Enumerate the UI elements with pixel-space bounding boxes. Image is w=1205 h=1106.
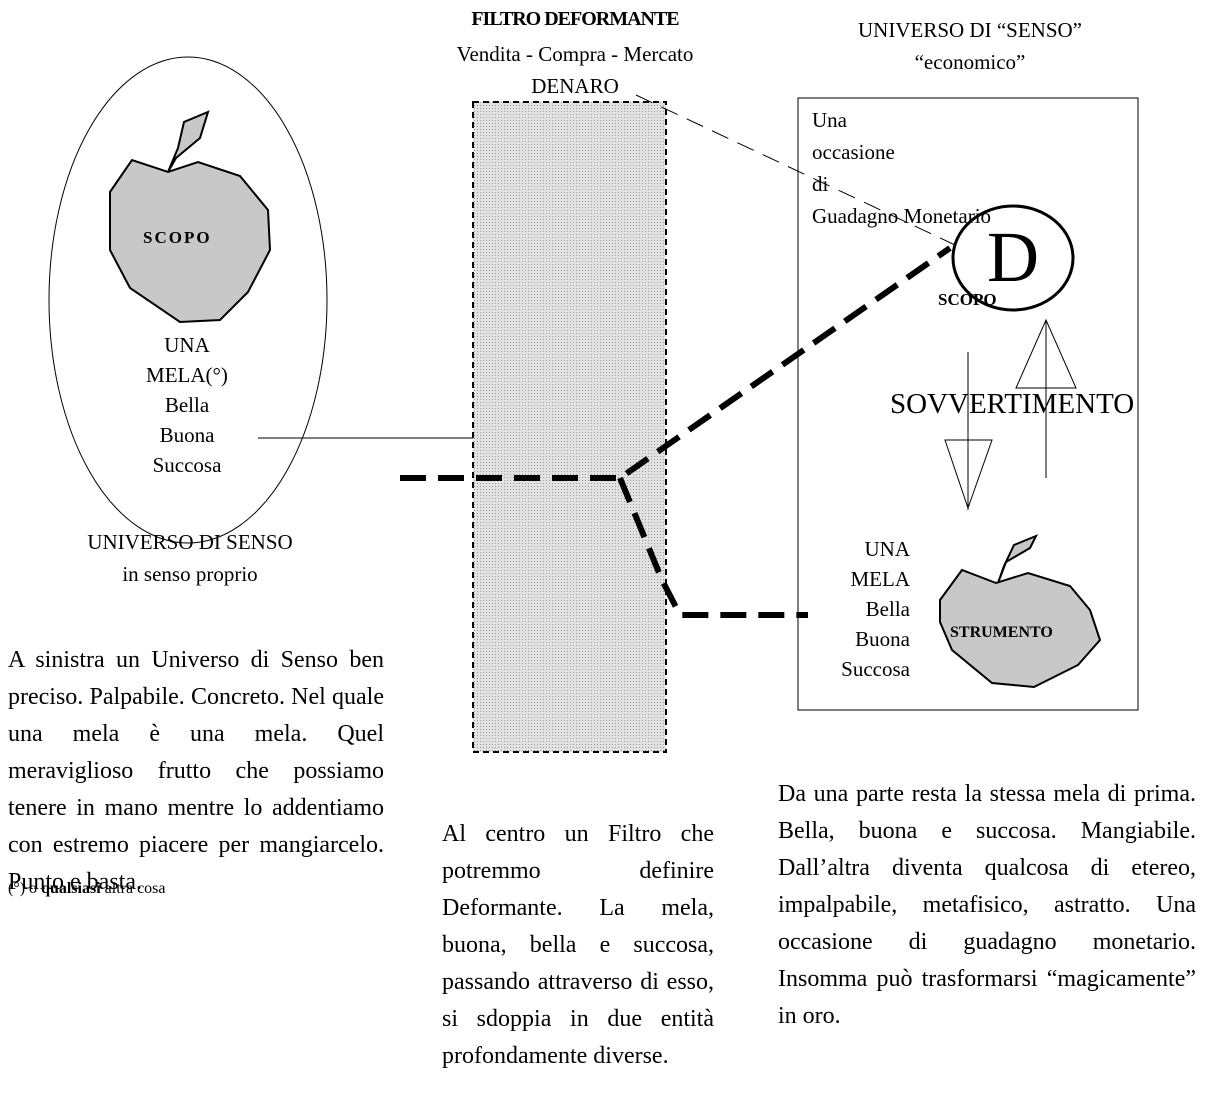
economic-universe-box — [797, 97, 1139, 711]
sense-goal-label: SCOPO — [143, 228, 212, 247]
apple-line: Bella — [164, 393, 210, 417]
apple-line: Buona — [159, 423, 215, 447]
footnote-marker: (°) o — [8, 880, 42, 897]
filter-subtitle: Vendita - Compra - Mercato — [456, 42, 694, 66]
split-path — [400, 245, 952, 618]
apple-line: MELA — [850, 567, 911, 591]
money-circle — [951, 204, 1075, 312]
apple-line: UNA — [864, 537, 911, 561]
up-arrow-icon — [1015, 318, 1077, 478]
occasion-line: Guadagno Monetario — [812, 204, 992, 228]
apple-line: Succosa — [841, 657, 910, 681]
left-apple-icon — [109, 110, 272, 324]
tool-label: STRUMENTO — [950, 624, 1053, 641]
apple-line: Bella — [865, 597, 910, 621]
money-symbol: D — [987, 217, 1039, 297]
economic-goal-label: SCOPO — [938, 290, 997, 309]
occasion-text: Una occasione di Guadagno Monetario — [812, 104, 991, 232]
right-paragraph: Da una parte resta la stessa mela di pri… — [778, 781, 1196, 1029]
economic-apple-text: UNA MELA Bella Buona Succosa — [806, 534, 910, 684]
left-paragraph: A sinistra un Universo di Senso ben prec… — [8, 647, 384, 895]
occasion-line: di — [812, 172, 829, 196]
apple-line: Buona — [855, 627, 910, 651]
apple-line: Succosa — [152, 453, 222, 477]
apple-line: MELA(°) — [146, 363, 228, 387]
denaro-link-line — [635, 94, 956, 246]
sense-universe-ellipse — [48, 56, 328, 544]
center-paragraph: Al centro un Filtro che potremmo definir… — [442, 821, 714, 1069]
filter-band — [472, 101, 667, 753]
sense-universe-subtitle: in senso proprio — [122, 562, 258, 586]
occasion-line: Una — [812, 108, 847, 132]
footnote: (°) o qualsiasi altra cosa — [8, 880, 166, 898]
apple-line: UNA — [164, 333, 210, 357]
economic-universe-title: UNIVERSO DI “SENSO” — [858, 18, 1082, 42]
sense-apple-text: UNA MELA(°) Bella Buona Succosa — [112, 330, 262, 480]
footnote-rest: altra cosa — [100, 880, 166, 897]
filter-money-label: DENARO — [531, 74, 619, 98]
footnote-bold-word: qualsiasi — [41, 880, 101, 897]
sense-universe-title: UNIVERSO DI SENSO — [87, 530, 293, 554]
subversion-label: SOVVERTIMENTO — [890, 388, 1135, 420]
down-arrow-icon — [944, 352, 993, 510]
filter-title: FILTRO DEFORMANTE — [471, 8, 679, 30]
occasion-line: occasione — [812, 140, 895, 164]
right-apple-icon — [939, 534, 1102, 689]
economic-universe-subtitle: “economico” — [914, 50, 1026, 74]
